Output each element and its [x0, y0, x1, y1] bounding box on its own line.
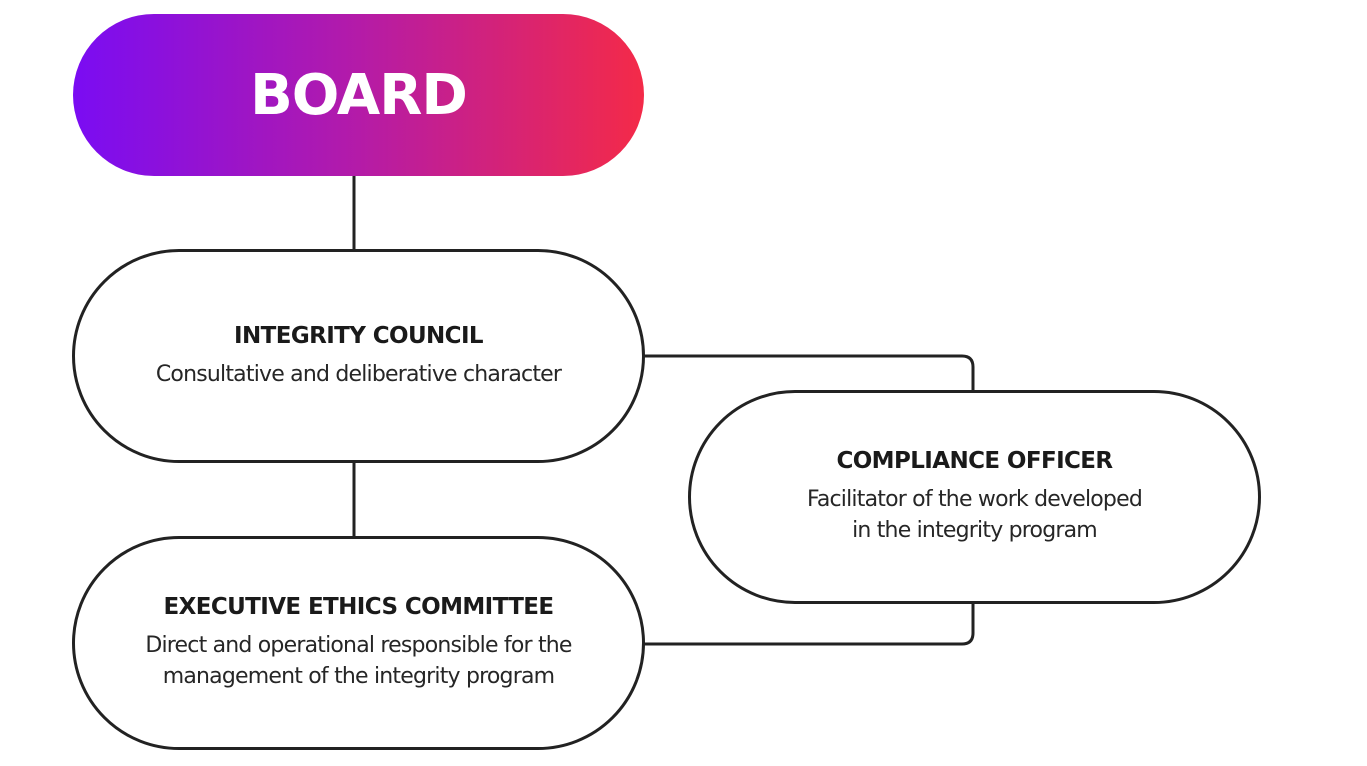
integrity-council-title: INTEGRITY COUNCIL — [234, 322, 484, 349]
compliance-officer-title: COMPLIANCE OFFICER — [836, 448, 1113, 474]
executive-ethics-committee-title: EXECUTIVE ETHICS COMMITTEE — [163, 594, 554, 620]
executive-ethics-committee-description-line: Direct and operational responsible for t… — [145, 633, 572, 658]
board-title: BOARD — [250, 62, 468, 128]
executive-ethics-committee-node: EXECUTIVE ETHICS COMMITTEE Direct and op… — [72, 536, 645, 750]
integrity-council-description: Consultative and deliberative character — [155, 359, 562, 390]
compliance-officer-node: COMPLIANCE OFFICER Facilitator of the wo… — [688, 390, 1261, 604]
connector-council-compliance — [644, 354, 975, 391]
compliance-officer-description-line: in the integrity program — [852, 518, 1098, 543]
executive-ethics-committee-description: Direct and operational responsible for t… — [145, 630, 572, 692]
connector-ethics-compliance — [644, 603, 975, 646]
executive-ethics-committee-description-line: management of the integrity program — [162, 664, 555, 689]
integrity-council-description-line: Consultative and deliberative character — [155, 361, 562, 387]
compliance-officer-description: Facilitator of the work developed in the… — [807, 484, 1143, 546]
compliance-officer-description-line: Facilitator of the work developed — [807, 487, 1143, 512]
board-node: BOARD — [73, 14, 644, 176]
integrity-council-node: INTEGRITY COUNCIL Consultative and delib… — [72, 249, 645, 463]
